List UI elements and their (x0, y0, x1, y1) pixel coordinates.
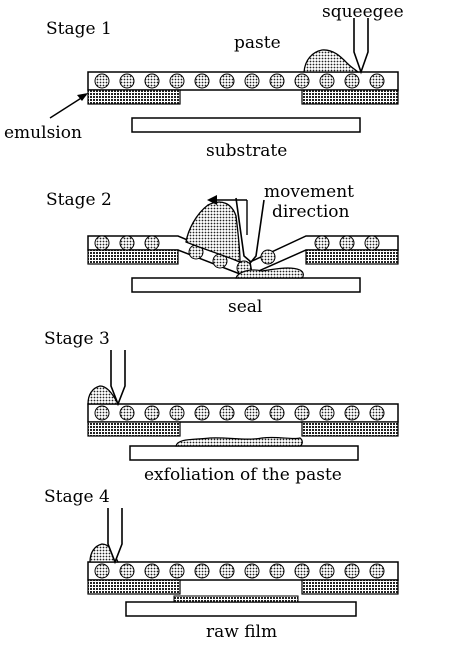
emulsion-left (87, 89, 181, 105)
squeegee (353, 18, 369, 75)
movement-arrow-head (207, 195, 217, 205)
movement-label: movement (264, 182, 354, 202)
emulsion-left-4 (87, 579, 181, 595)
emulsion-left-2 (87, 249, 179, 265)
paste-blob-2 (185, 201, 241, 263)
stage-1-title: Stage 1 (46, 19, 112, 39)
substrate-3 (129, 445, 359, 461)
stage-1-diagram (49, 18, 399, 133)
squeegee-3 (110, 350, 126, 407)
substrate (131, 117, 361, 133)
stage-4-title: Stage 4 (44, 487, 110, 507)
raw-film (173, 595, 299, 603)
substrate-2 (131, 277, 361, 293)
exfoliation-label: exfoliation of the paste (144, 465, 342, 485)
stage-4-diagram (87, 508, 399, 617)
screen-mesh (87, 71, 399, 91)
stage-2-diagram (87, 195, 399, 293)
emulsion-arrow-head (77, 93, 88, 101)
seal-label: seal (228, 297, 263, 317)
direction-label: direction (272, 202, 350, 222)
stage-2-title: Stage 2 (46, 190, 112, 210)
seal-paste (235, 267, 304, 279)
stage-3-title: Stage 3 (44, 329, 110, 349)
squeegee-4 (107, 508, 123, 565)
stage-3-diagram (87, 350, 399, 461)
paste-label: paste (234, 33, 281, 53)
squeegee-label: squeegee (322, 2, 404, 22)
emulsion-right-2 (305, 249, 399, 265)
mesh-wires (94, 73, 385, 89)
raw-film-label: raw film (206, 622, 278, 642)
emulsion-left-3 (87, 421, 181, 437)
emulsion-label: emulsion (4, 123, 82, 143)
exfoliated-paste (175, 436, 303, 447)
substrate-4 (125, 601, 357, 617)
squeegee-2 (235, 197, 265, 264)
emulsion-right-3 (301, 421, 399, 437)
screen-mesh-3 (87, 403, 399, 423)
emulsion-right (301, 89, 399, 105)
substrate-label: substrate (206, 141, 288, 161)
emulsion-right-4 (301, 579, 399, 595)
screen-mesh-4 (87, 561, 399, 581)
paste-blob (303, 49, 360, 73)
